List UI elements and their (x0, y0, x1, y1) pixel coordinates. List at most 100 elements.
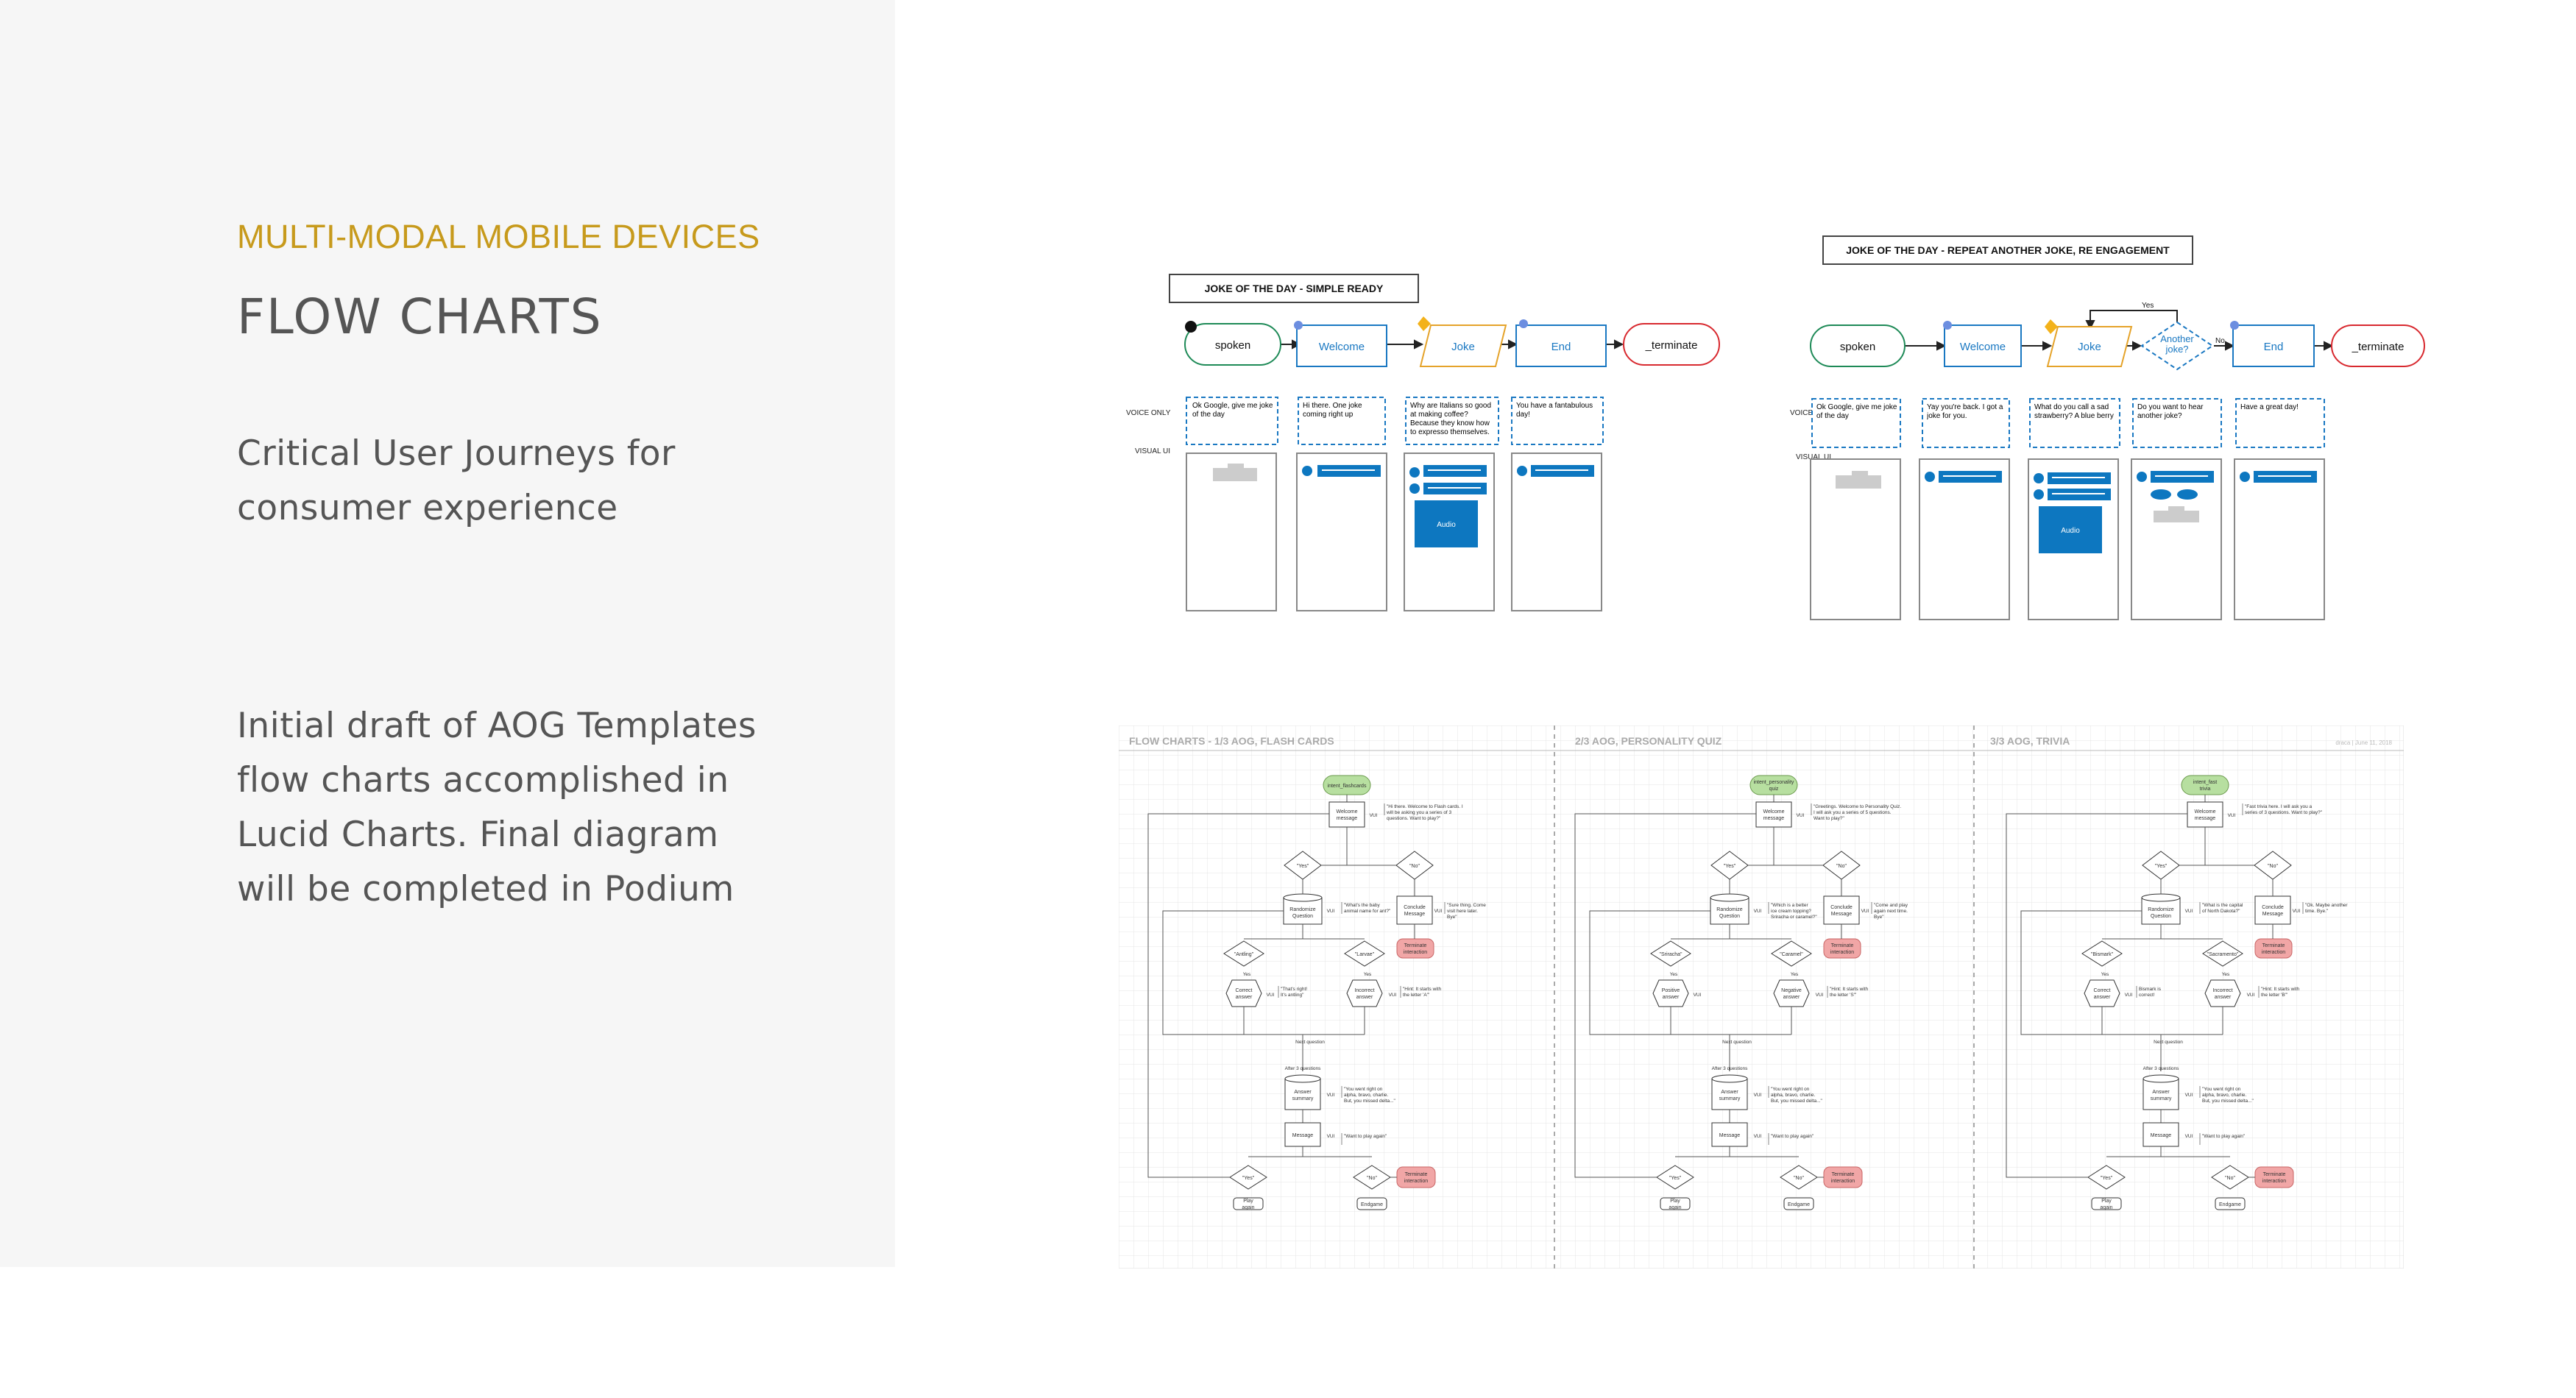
welcome-message-label-2: message (1763, 816, 1785, 821)
phone-contents: Audio (1836, 471, 2317, 553)
assistant-icon (1519, 319, 1528, 328)
hint-note: the letter 'B'" (2261, 993, 2288, 998)
play-again-box-label-2: again (1669, 1205, 1681, 1210)
question-node (1283, 897, 1323, 925)
conclude-message (2254, 895, 2291, 925)
welcome-note: "Greetings. Welcome to Personality Quiz. (1814, 804, 1901, 809)
next-question-label: Next question (1295, 1040, 1325, 1045)
yes-small: Yes (1364, 972, 1372, 977)
bottom-terminate-node (2254, 1166, 2294, 1188)
correct-label: Correct (1236, 988, 1253, 993)
message-node-label: Message (1292, 1133, 1314, 1138)
welcome-note: "Fast trivia here. I will ask you a (2245, 804, 2313, 809)
yes-label: Yes (2142, 302, 2154, 310)
voice-text-4: Do you want to hear another joke? (2137, 403, 2204, 420)
correct-label-2: answer (2094, 995, 2111, 1000)
correct-answer-node (1225, 979, 1262, 1007)
vui-label: VUI (1754, 1093, 1762, 1098)
voice-only-label: VOICE ONLY (1126, 409, 1171, 417)
bottom-no-diamond-label: "No" (1794, 1176, 1804, 1181)
incorrect-answer-node (1773, 979, 1810, 1007)
end-game-box-label: Endgame (2219, 1202, 2241, 1207)
conclude-message-label: Conclude (1830, 905, 1853, 910)
voice-text-1: Ok Google, give me joke of the day (1816, 403, 1897, 420)
terminate-node: _terminate (1623, 323, 1720, 366)
answer-b-diamond-label: "Sacramento" (2207, 952, 2239, 957)
voice-text-3: What do you call a sad strawberry? A blu… (2034, 403, 2114, 420)
bottom-yes-diamond (1656, 1165, 1694, 1190)
correct-note: "That's right! (1281, 987, 1307, 992)
bottom-terminate-node-label: Terminate (1405, 1172, 1428, 1177)
welcome-message (2187, 801, 2223, 828)
voice-boxes (1186, 397, 1604, 445)
summary-label: Answer (2152, 1090, 2170, 1095)
voice-text-2: Yay you're back. I got a joke for you. (1927, 403, 2003, 420)
welcome-message-label-2: message (1337, 816, 1358, 821)
intent-node-label: intent_personality (1754, 780, 1794, 785)
question-label-2: Question (2151, 914, 2171, 919)
next-question-label: Next question (1722, 1040, 1752, 1045)
assistant-icon (2230, 321, 2239, 330)
after3-label: After 3 questions (2143, 1066, 2180, 1071)
incorrect-label-2: answer (1356, 995, 1373, 1000)
welcome-message (1328, 801, 1365, 828)
answer-a-diamond (2081, 940, 2123, 967)
correct-label: Positive (1662, 988, 1680, 993)
terminate-node-label-2: interaction (2262, 950, 2285, 955)
section-eyebrow: MULTI-MODAL MOBILE DEVICES (237, 218, 760, 255)
loop-line (1589, 910, 1710, 1035)
incorrect-label-2: answer (2215, 995, 2232, 1000)
user-icon (1185, 321, 1197, 333)
summary-note: alpha, bravo, charlie. (2202, 1093, 2247, 1098)
loop-line (2020, 910, 2142, 1035)
spoken-node: spoken (1184, 321, 1281, 366)
answer-a-diamond (1650, 940, 1691, 967)
play-again-box (2091, 1197, 2122, 1210)
incorrect-label: Incorrect (2212, 988, 2232, 993)
question-note: "What's the baby (1344, 903, 1380, 908)
question-label-2: Question (1719, 914, 1740, 919)
bottom-no-diamond (1353, 1165, 1391, 1190)
bottom-terminate-node-label-2: interaction (1404, 1179, 1428, 1184)
correct-label-2: answer (1663, 995, 1680, 1000)
play-again-box (1233, 1197, 1264, 1210)
vui-label: VUI (2185, 909, 2193, 914)
bottom-no-diamond-label: "No" (1367, 1176, 1377, 1181)
intent-node-label-2: trivia (2200, 787, 2211, 792)
end-game-box (1783, 1197, 1814, 1210)
bottom-terminate-node-label-2: interaction (1831, 1179, 1855, 1184)
end-game-box-label: Endgame (1361, 1202, 1383, 1207)
bottom-yes-diamond-label: "Yes" (1669, 1176, 1682, 1181)
vui-label: VUI (1754, 909, 1762, 914)
welcome-note: questions. Want to play?" (1387, 816, 1441, 821)
correct-note: Bismark is (2139, 987, 2162, 992)
diagram1: spoken Welcome Joke End _terminate VOICE… (1126, 316, 1720, 611)
welcome-message-label: Welcome (1763, 809, 1784, 815)
message-node (1284, 1122, 1321, 1147)
intent-node-label: intent_flashcards (1328, 784, 1367, 789)
bottom-no-diamond (2211, 1165, 2249, 1190)
conclude-note: again next time. (1874, 909, 1908, 914)
yes-small: Yes (1243, 972, 1251, 977)
conclude-note: "Sure thing. Come (1447, 903, 1486, 908)
header-right: draca | June 11, 2018 (2335, 739, 2392, 746)
vui-label: VUI (1389, 993, 1397, 998)
message-node (2142, 1122, 2179, 1147)
play-again-box (1660, 1197, 1691, 1210)
welcome-message-label-2: message (2195, 816, 2216, 821)
answer-b-diamond-label: "Larvae" (1355, 952, 1375, 957)
play-again-box-label: Play (1670, 1199, 1680, 1204)
terminate-node-label-2: interaction (1404, 950, 1427, 955)
conclude-message-label-2: Message (2262, 912, 2284, 917)
correct-note: It's antling" (1281, 993, 1304, 998)
spoken-label: spoken (1840, 341, 1875, 353)
section-1-title: FLOW CHARTS - 1/3 AOG, FLASH CARDS (1129, 735, 1334, 747)
summary-label: Answer (1721, 1090, 1738, 1095)
summary-label-2: summary (1719, 1096, 1741, 1101)
answer-b-diamond (1771, 940, 1812, 967)
welcome-message-label: Welcome (1336, 809, 1357, 815)
play-again-box-label: Play (2101, 1199, 2112, 1204)
vui-label: VUI (1327, 1093, 1335, 1098)
vui-label: VUI (1694, 993, 1702, 998)
subtitle-text: Critical User Journeys for consumer expe… (237, 433, 676, 528)
